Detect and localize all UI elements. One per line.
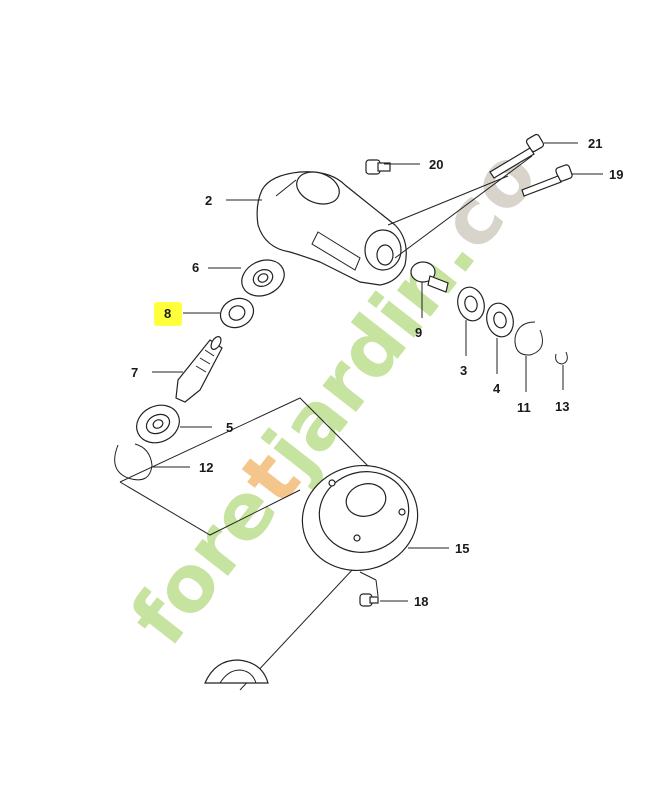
part-labels: 2 6 8 7 5 12 20 21 19 9 3 4 11 13 15 18 (131, 136, 623, 609)
lower-disc (204, 659, 269, 684)
label-7: 7 (131, 365, 138, 380)
guard-15 (301, 464, 419, 572)
label-19: 19 (609, 167, 623, 182)
label-6: 6 (192, 260, 199, 275)
bolt-21 (489, 133, 545, 179)
highlight-part-8 (154, 302, 182, 326)
bolt-19 (521, 164, 573, 197)
bolt-20 (365, 159, 391, 175)
screw-18 (359, 593, 379, 607)
label-20: 20 (429, 157, 443, 172)
bearing-3 (457, 286, 485, 322)
bearing-8 (219, 297, 255, 329)
leader-lines (152, 142, 603, 602)
label-13: 13 (555, 399, 569, 414)
label-5: 5 (226, 420, 233, 435)
pinion-shaft-7 (175, 336, 223, 403)
label-9: 9 (415, 325, 422, 340)
label-8: 8 (164, 306, 171, 321)
group-frame-lower (119, 481, 301, 536)
circlip-11 (514, 321, 543, 356)
label-4: 4 (493, 381, 501, 396)
label-12: 12 (199, 460, 213, 475)
bearing-4 (486, 302, 514, 338)
label-3: 3 (460, 363, 467, 378)
bearing-6 (241, 259, 285, 297)
label-15: 15 (455, 541, 469, 556)
bearing-5 (136, 404, 180, 444)
label-18: 18 (414, 594, 428, 609)
circlip-12 (114, 443, 153, 481)
label-2: 2 (205, 193, 212, 208)
label-11: 11 (517, 400, 531, 415)
label-21: 21 (588, 136, 602, 151)
spindle-9 (410, 261, 449, 293)
gear-housing (256, 171, 407, 286)
ring-13 (555, 351, 568, 365)
